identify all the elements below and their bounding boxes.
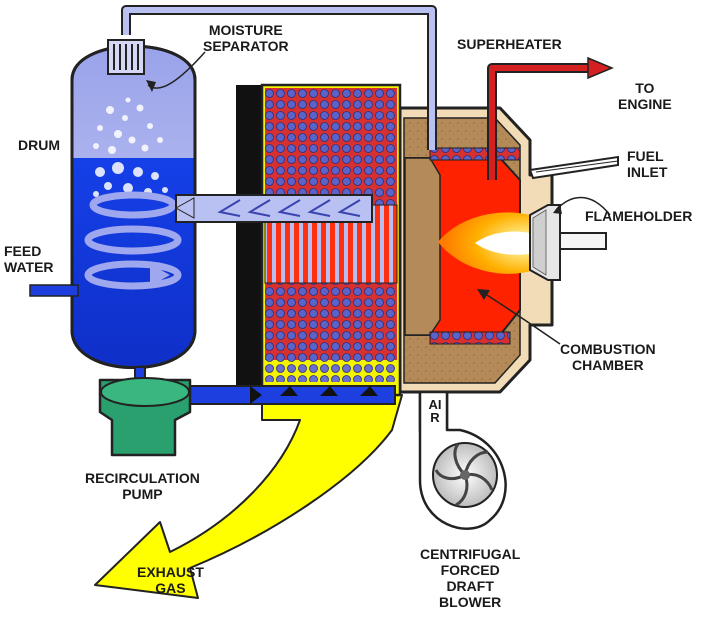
label-moisture-separator: MOISTURE SEPARATOR	[203, 22, 289, 54]
label-to-engine: TO ENGINE	[618, 80, 672, 112]
chamber-tube-row-bottom	[429, 331, 511, 345]
exhaust-gas-arrow	[94, 394, 403, 599]
label-exhaust-gas-line2: GAS	[155, 580, 186, 596]
label-to-engine-line1: TO	[635, 80, 655, 96]
duct-arrowhead	[174, 197, 195, 219]
label-blower-line2: FORCED	[440, 562, 500, 578]
label-fuel-inlet: FUEL INLET	[627, 148, 667, 180]
flameholder-mesh	[532, 209, 547, 276]
label-recirculation-pump: RECIRCULATION PUMP	[85, 470, 200, 502]
label-feed-water-line1: FEED	[4, 243, 42, 259]
leader-combustion-chamber-head	[477, 289, 490, 300]
label-feed-water: FEED WATER	[4, 243, 54, 275]
swirl-arrow	[150, 264, 170, 286]
discharge-arrows	[250, 386, 378, 404]
fan-hub	[460, 470, 470, 480]
leader-moisture-separator-head	[146, 80, 156, 92]
swirl	[84, 191, 182, 290]
duct-arrows	[217, 199, 361, 217]
feed-water-pipe	[29, 284, 79, 297]
label-blower-line3: DRAFT	[446, 578, 494, 594]
label-drum: DRUM	[18, 137, 60, 153]
label-superheater: SUPERHEATER	[457, 36, 562, 52]
label-combustion-chamber-line2: CHAMBER	[572, 357, 644, 373]
steam-pipe-fill	[123, 7, 435, 150]
label-combustion-chamber: COMBUSTION CHAMBER	[560, 341, 656, 373]
label-feed-water-line2: WATER	[4, 259, 54, 275]
label-air: AIR	[428, 397, 442, 425]
label-blower-line4: BLOWER	[439, 594, 502, 610]
drum-outline	[70, 44, 197, 369]
label-recirculation-pump-line2: PUMP	[122, 486, 163, 502]
tube-bank-lower-strip	[265, 360, 397, 382]
label-exhaust-gas-line1: EXHAUST	[137, 564, 204, 580]
label-to-engine-line2: ENGINE	[618, 96, 672, 112]
chamber-tube-row-top	[429, 147, 521, 161]
to-engine-arrowhead	[587, 56, 614, 80]
label-moisture-separator-line1: MOISTURE	[208, 22, 283, 38]
tube-bank-top	[265, 88, 397, 208]
leader-flameholder-head	[553, 204, 562, 214]
heat-exchanger-shell	[236, 85, 262, 395]
label-exhaust-gas: EXHAUST GAS	[137, 564, 204, 596]
superheater-tube-fill	[489, 65, 590, 180]
pump-top	[100, 377, 190, 407]
label-fuel-inlet-line1: FUEL	[627, 148, 664, 164]
label-combustion-chamber-line1: COMBUSTION	[560, 341, 656, 357]
label-flameholder: FLAMEHOLDER	[585, 208, 693, 224]
label-moisture-separator-line2: SEPARATOR	[203, 38, 289, 54]
steam-return-duct	[175, 194, 373, 223]
label-blower: CENTRIFUGAL FORCED DRAFT BLOWER	[420, 546, 520, 610]
flame-core	[475, 231, 538, 255]
chamber-wall-inner	[404, 157, 441, 336]
fuel-nozzle	[559, 232, 607, 250]
label-fuel-inlet-line2: INLET	[627, 164, 668, 180]
label-blower-line1: CENTRIFUGAL	[420, 546, 521, 562]
fuel-inlet-pipe	[528, 155, 619, 180]
leader-fuel-inlet	[535, 160, 619, 173]
label-recirculation-pump-line1: RECIRCULATION	[85, 470, 200, 486]
